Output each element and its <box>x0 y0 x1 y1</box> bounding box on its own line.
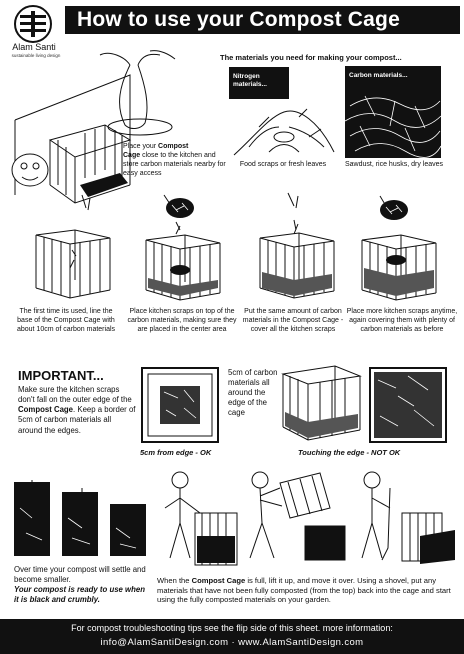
not-ok-top-view <box>369 367 447 443</box>
page-title: How to use your Compost Cage <box>65 6 460 34</box>
food-scraps-illustration <box>229 67 335 156</box>
move-cage-illustration <box>164 471 455 566</box>
side-view-cage <box>281 365 362 441</box>
step-3-text: Put the same amount of carbon materials … <box>242 308 344 333</box>
ok-caption: 5cm from edge - OK <box>140 448 212 457</box>
footer-contact-links[interactable]: info@AlamSantiDesign.com · www.AlamSanti… <box>100 636 364 648</box>
nitrogen-label: Nitrogen materials... <box>233 73 267 88</box>
footer: For compost troubleshooting tips see the… <box>0 619 464 654</box>
brand-name: Alam Santi <box>12 42 56 52</box>
border-note: 5cm of carbon materials all around the e… <box>228 368 278 417</box>
important-heading: IMPORTANT... <box>18 368 104 383</box>
step-2-illustration <box>145 194 221 301</box>
step-3-illustration <box>259 192 335 299</box>
step-4-text: Place more kitchen scraps anytime, again… <box>346 308 458 333</box>
materials-title: The materials you need for making your c… <box>220 53 402 62</box>
brand-tagline: sustainable living design <box>11 53 61 58</box>
step-2-text: Place kitchen scraps on top of the carbo… <box>127 308 237 333</box>
alam-santi-logo <box>8 5 58 45</box>
settle-text: Over time your compost will settle and b… <box>14 565 146 604</box>
move-text: When the Compost Cage is full, lift it u… <box>157 576 451 605</box>
sawdust-illustration <box>344 95 442 158</box>
nitrogen-panel: Nitrogen materials... <box>228 66 338 158</box>
step-1-illustration <box>35 194 111 299</box>
not-ok-caption: Touching the edge - NOT OK <box>298 448 401 457</box>
carbon-panel: Carbon materials... <box>344 66 442 158</box>
ok-top-view <box>141 367 219 443</box>
settle-illustration <box>14 480 146 556</box>
step-4-illustration <box>361 195 437 301</box>
carbon-caption: Sawdust, rice husks, dry leaves <box>344 161 444 168</box>
carbon-label: Carbon materials... <box>349 72 408 79</box>
nitrogen-caption: Food scraps or fresh leaves <box>239 161 327 168</box>
step-1-text: The first time its used, line the base o… <box>16 308 116 333</box>
important-text: Make sure the kitchen scraps don't fall … <box>18 385 136 435</box>
intro-illustration <box>11 50 176 204</box>
footer-info-line: For compost troubleshooting tips see the… <box>71 623 393 633</box>
